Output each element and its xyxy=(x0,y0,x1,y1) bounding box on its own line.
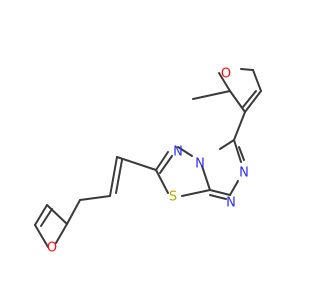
bond xyxy=(181,189,211,197)
bond xyxy=(155,151,169,171)
bond xyxy=(40,208,53,227)
bond xyxy=(229,180,239,196)
bond xyxy=(79,195,111,201)
bond xyxy=(115,159,123,194)
bond xyxy=(209,194,227,200)
bond xyxy=(34,224,49,248)
bond xyxy=(109,156,118,197)
bond xyxy=(229,90,246,113)
atom-o-furan-top: O xyxy=(221,67,231,82)
bond xyxy=(55,223,68,244)
atom-n-bridge: N xyxy=(195,157,205,172)
bond xyxy=(155,169,169,194)
bond xyxy=(244,90,262,113)
bond xyxy=(242,90,257,108)
bond xyxy=(240,68,254,71)
bond xyxy=(238,146,245,161)
bond xyxy=(201,165,211,191)
bond xyxy=(233,111,246,141)
atom-o-furan-left: O xyxy=(47,241,57,256)
bond xyxy=(177,146,193,157)
bonds xyxy=(34,68,262,248)
atom-n-top-left: N xyxy=(173,145,183,160)
bond xyxy=(219,139,235,150)
bond xyxy=(116,156,157,171)
atom-n-right-1: N xyxy=(239,166,249,181)
bond xyxy=(218,72,231,92)
bond xyxy=(192,90,231,100)
bond xyxy=(159,155,173,174)
atom-s-ring: S xyxy=(169,190,177,205)
atom-labels: N N N N S O O xyxy=(47,67,249,256)
atom-n-right-2: N xyxy=(226,196,236,211)
bond xyxy=(46,204,68,225)
bond xyxy=(233,139,242,163)
bond xyxy=(34,204,48,226)
bond xyxy=(209,189,231,196)
molecule-structure: N N N N S O O xyxy=(34,67,262,256)
bond xyxy=(252,69,262,92)
bond xyxy=(66,199,81,225)
